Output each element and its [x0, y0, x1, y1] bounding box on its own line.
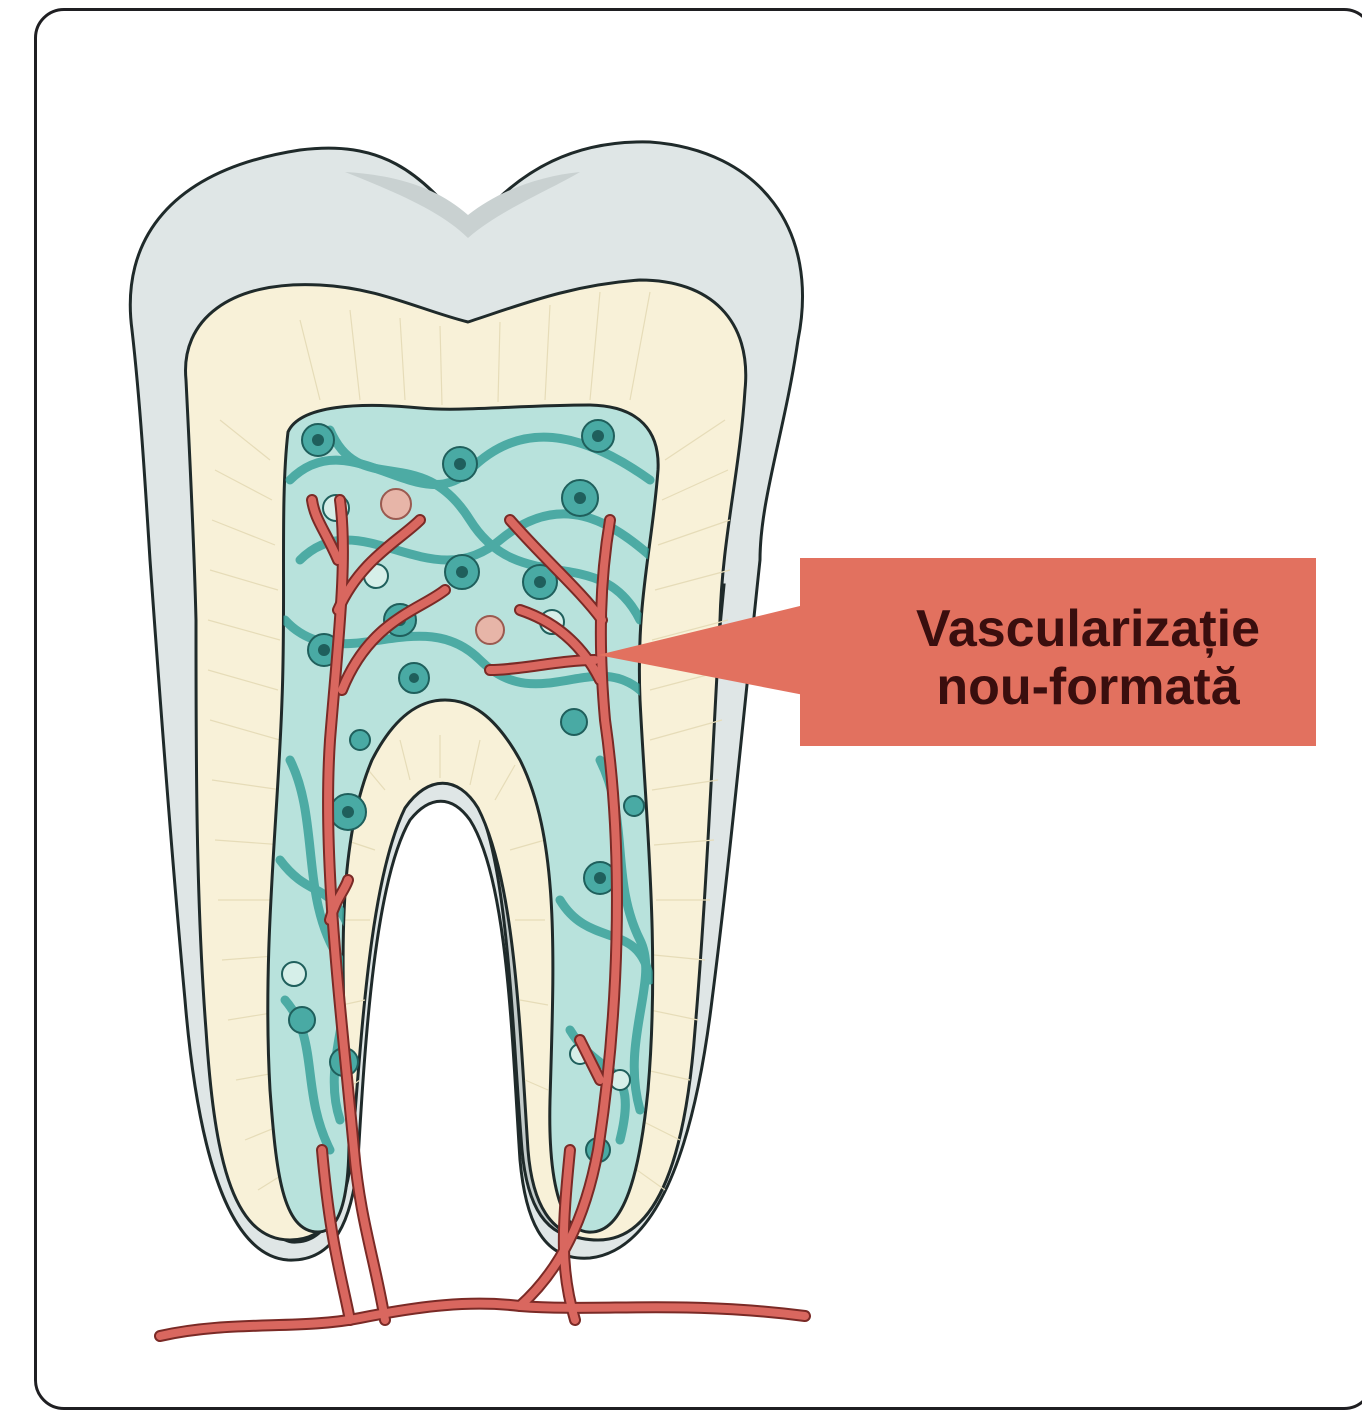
callout-line-1: Vascularizație	[858, 600, 1318, 658]
callout-label: Vascularizație nou-formată	[858, 600, 1318, 716]
callout-line-2: nou-formată	[858, 658, 1318, 716]
